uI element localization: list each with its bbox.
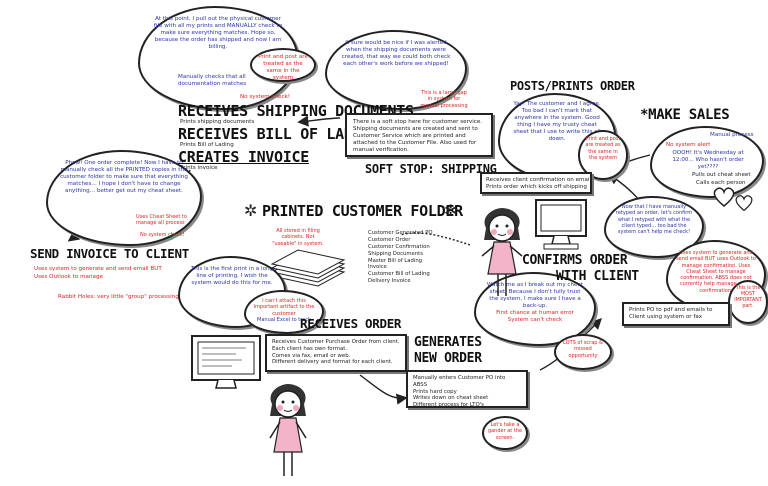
cloud-shipping-alert-wish: It sure would be nice if I was alerted w… xyxy=(325,30,468,110)
paper-stack-icon xyxy=(268,246,348,290)
cloud-text: This is the first print in a long line o… xyxy=(190,266,274,286)
cloud-generates-red: LOTS of scrap & missed opportunity xyxy=(554,334,612,370)
receives-box-line: Each client has own format. xyxy=(272,345,348,352)
cloud-red-note: No system check! xyxy=(240,94,291,100)
generates-box-line: Different process for LTO's xyxy=(413,402,484,408)
stage-confirms-order-title-1: CONFIRMS ORDER xyxy=(522,253,628,268)
heart-icon xyxy=(734,194,754,212)
stage-generates-title-1: GENERATES xyxy=(414,335,482,350)
soft-stop-text: There is a soft stop here for customer s… xyxy=(353,119,483,153)
generates-box-line: Manually enters Customer PO into ABSS xyxy=(413,375,506,388)
computer-monitor-icon xyxy=(530,196,592,252)
computer-monitor-icon xyxy=(186,332,266,394)
make-sales-text: OOOH! It's Wednesday at 12:00... Who has… xyxy=(672,150,744,170)
stage-creates-invoice-sub: Prints invoice xyxy=(180,165,218,171)
stage-receives-bol-title: RECEIVES BILL OF LADING xyxy=(178,125,379,143)
cloud-text: Watch me as I break out my cheat sheet. … xyxy=(486,282,584,309)
confirm-important-note: This is the MOST IMPORTANT part. xyxy=(734,286,762,309)
cloud-text: Yay! The customer and I agree. Too bad I… xyxy=(513,101,601,142)
generates-red-note: LOTS of scrap & missed opportunity xyxy=(563,340,603,359)
make-sales-line-1: Pulls out cheat sheet xyxy=(692,172,751,178)
folder-item: Shipping Documents xyxy=(368,250,423,257)
stage-creates-invoice-title: CREATES INVOICE xyxy=(178,148,309,166)
stage-posts-prints-title: POSTS/PRINTS ORDER xyxy=(510,79,635,93)
posts-prints-box: Receives client confirmation on email Pr… xyxy=(480,172,592,194)
stage-send-invoice-title: SEND INVOICE TO CLIENT xyxy=(30,246,189,261)
printed-folder-title: PRINTED CUSTOMER FOLDER xyxy=(262,202,463,220)
folder-stored-note: All stored in filing cabinets. Not "usea… xyxy=(272,228,324,247)
send-invoice-note: Rabbit Holes: very little "group" proces… xyxy=(58,294,179,300)
receives-box-line: Receives Customer Purchase Order from cl… xyxy=(272,339,400,345)
print-post-note: Print and post are treated as the same i… xyxy=(258,54,308,81)
cloud-confirm-important: This is the MOST IMPORTANT part. xyxy=(728,280,768,324)
cloud-red-note: Uses Cheat Sheet to manage all process xyxy=(136,214,187,227)
send-invoice-desc-1: Uses system to generate and send email B… xyxy=(34,266,162,272)
make-sales-manual: Manual process xyxy=(710,132,754,138)
folder-item: Master Bill of Lading xyxy=(368,257,423,264)
folder-item: Customer Confirmation xyxy=(368,243,430,250)
receives-box-line: Comes via fax, email or web. xyxy=(272,352,351,359)
folder-star-icon: ✲ xyxy=(444,201,458,220)
cloud-receives-red: I can't attach this important artifact t… xyxy=(244,290,324,334)
cloud-make-sales: Manual process No system alert OOOH! It'… xyxy=(650,126,764,198)
cloud-blue-note: Manually checks that all documentation m… xyxy=(178,74,247,87)
folder-item: Delivery Invoice xyxy=(368,278,411,285)
arrow-receive-to-generate xyxy=(359,374,408,405)
cloud-red-note-2: No system check! xyxy=(140,232,185,238)
generates-box-line: Writes down on cheat sheet xyxy=(413,395,489,402)
speech-bubble-text: Let's take a gander at the screen. xyxy=(487,422,523,441)
folder-item: Customer Bill of Lading xyxy=(368,271,430,278)
stage-make-sales-title: *MAKE SALES xyxy=(640,107,730,123)
send-invoice-desc-2: Uses Outlook to manage xyxy=(34,274,103,280)
cloud-posts-red-note: Print and post are treated as the same i… xyxy=(578,130,628,180)
cloud-text: Phew! One order complete! Now I have to … xyxy=(60,160,188,194)
cloud-red-note: This is a large gap in system for manual… xyxy=(420,90,468,109)
receives-order-box: Receives Customer Purchase Order from cl… xyxy=(265,334,407,372)
posts-box-line-2: Prints order which kicks off shipping xyxy=(486,183,587,190)
speech-bubble: Let's take a gander at the screen. xyxy=(482,416,528,450)
generates-order-box: Manually enters Customer PO into ABSS Pr… xyxy=(406,370,528,408)
folder-item: Invoice xyxy=(368,264,387,271)
generates-box-line: Prints hard copy xyxy=(413,388,457,395)
posts-box-line-1: Receives client confirmation on email xyxy=(486,177,592,183)
heart-icon xyxy=(712,186,736,208)
stage-receives-shipping-sub1: Prints shipping documents xyxy=(180,119,255,125)
stage-generates-title-2: NEW ORDER xyxy=(414,351,482,366)
make-sales-line-2: Calls each person xyxy=(696,180,746,186)
confirms-order-box: Prints PO to pdf and emails to Client us… xyxy=(622,302,730,326)
person-illustration xyxy=(262,382,314,482)
receives-box-line: Different delivery and format for each c… xyxy=(272,359,393,366)
folder-item: Customer Order xyxy=(368,236,411,243)
cloud-generates-thoughts: Watch me as I break out my cheat sheet. … xyxy=(474,272,596,346)
generates-red-2: System can't check xyxy=(507,316,563,323)
stage-receives-bol-sub: Prints Bill of Lading xyxy=(180,142,234,148)
cloud-send-invoice-thoughts: Phew! One order complete! Now I have to … xyxy=(46,150,202,246)
confirms-box-text: Prints PO to pdf and emails to Client us… xyxy=(629,307,713,320)
stage-confirms-order-title-2: WITH CLIENT xyxy=(556,269,639,284)
cloud-text: It sure would be nice if I was alerted w… xyxy=(341,40,451,67)
folder-contents-list: Customer Generated PO Customer Order Cus… xyxy=(368,230,448,285)
cloud-print-post-note: Print and post are treated as the same i… xyxy=(250,48,316,82)
folder-item: Customer Generated PO xyxy=(368,230,433,236)
make-sales-no-alert: No system alert xyxy=(666,142,711,148)
generates-red-1: First chance at human error xyxy=(496,309,574,316)
confirm-red-text: Uses system to generate and send email B… xyxy=(676,250,756,294)
arrow-softstop-to-shipping xyxy=(297,115,341,127)
receives-red-note: I can't attach this important artifact t… xyxy=(253,298,315,317)
soft-stop-label: SOFT STOP: SHIPPING xyxy=(365,162,497,176)
stage-receives-order-title: RECEIVES ORDER xyxy=(300,316,402,331)
cloud-shipping-thoughts: At this point, I pull out the physical c… xyxy=(138,6,298,110)
receives-blue-note: Manual Excel to track xyxy=(257,316,311,323)
cloud-text: At this point, I pull out the physical c… xyxy=(153,16,283,50)
cloud-posts-thoughts: Yay! The customer and I agree. Too bad I… xyxy=(498,93,616,181)
posts-red-note: Print and post are treated as the same i… xyxy=(585,136,621,161)
soft-stop-box: There is a soft stop here for customer s… xyxy=(345,113,493,157)
folder-star-icon: ✲ xyxy=(244,201,258,220)
person-illustration xyxy=(476,206,528,300)
cloud-text: Now that I have manually retyped an orde… xyxy=(615,204,693,235)
